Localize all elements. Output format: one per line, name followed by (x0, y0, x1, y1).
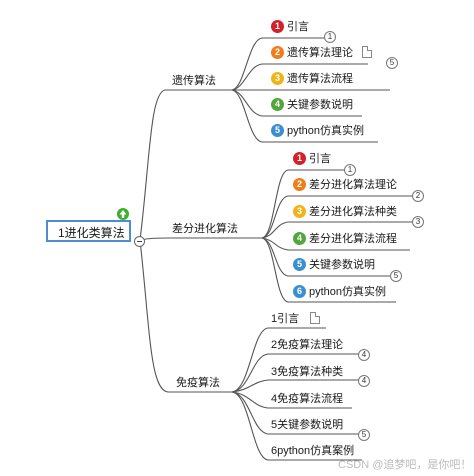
connector-root-de (139, 237, 262, 241)
root-node-label: 1进化类算法 (58, 226, 125, 240)
child-count-badge[interactable]: 2 (412, 190, 424, 202)
connector-i5 (231, 391, 362, 435)
node-genetic-intro[interactable]: 引言 (287, 21, 309, 33)
connector-g2 (231, 63, 368, 91)
up-arrow-icon (119, 210, 127, 218)
connector-g5 (231, 89, 378, 143)
node-genetic-params[interactable]: 关键参数说明 (287, 99, 353, 111)
child-count-badge[interactable]: 5 (386, 57, 398, 69)
connector-d4 (261, 237, 410, 251)
root-node[interactable] (46, 220, 131, 242)
node-de-flow[interactable]: 差分进化算法流程 (309, 233, 397, 245)
connector-g1 (231, 37, 330, 91)
note-icon[interactable] (362, 46, 372, 58)
priority-marker: 5 (293, 258, 306, 271)
branch-differential-evolution[interactable]: 差分进化算法 (172, 223, 238, 235)
node-genetic-theory[interactable]: 遗传算法理论 (287, 47, 353, 59)
node-de-intro[interactable]: 引言 (309, 153, 331, 165)
connector-root-immune (139, 239, 232, 393)
priority-marker: 5 (271, 124, 284, 137)
child-count-badge[interactable]: 4 (358, 349, 370, 361)
priority-marker: 6 (293, 285, 306, 298)
child-count-badge[interactable]: 4 (358, 375, 370, 387)
priority-marker: 1 (271, 20, 284, 33)
priority-marker: 2 (293, 178, 306, 191)
connector-i6 (231, 391, 362, 461)
connector-i1 (231, 327, 326, 393)
node-immune-types[interactable]: 3免疫算法种类 (271, 366, 344, 378)
node-immune-theory[interactable]: 2免疫算法理论 (271, 339, 344, 351)
node-immune-python[interactable]: 6python仿真案例 (271, 445, 355, 457)
priority-marker: 2 (271, 46, 284, 59)
node-immune-flow[interactable]: 4免疫算法流程 (271, 393, 344, 405)
node-genetic-python[interactable]: python仿真实例 (287, 125, 365, 137)
collapse-toggle-button[interactable] (134, 236, 145, 247)
child-count-badge[interactable]: 5 (358, 429, 370, 441)
connector-root-genetic (139, 89, 232, 241)
branch-immune-algorithm[interactable]: 免疫算法 (176, 377, 220, 389)
connector-d3 (261, 221, 420, 239)
priority-marker: 4 (271, 98, 284, 111)
child-count-badge[interactable]: 3 (412, 216, 424, 228)
connector-d2 (261, 195, 414, 239)
watermark: CSDN @追梦吧，是你吧！ (338, 459, 472, 471)
node-de-theory[interactable]: 差分进化算法理论 (309, 179, 397, 191)
connector-i4 (231, 391, 352, 409)
node-de-types[interactable]: 差分进化算法种类 (309, 206, 397, 218)
child-count-badge[interactable]: 1 (324, 31, 336, 43)
priority-marker: 3 (271, 72, 284, 85)
priority-marker: 3 (293, 205, 306, 218)
connector-i2 (231, 353, 362, 393)
note-icon[interactable] (310, 312, 320, 324)
branch-genetic-algorithm[interactable]: 遗传算法 (172, 75, 216, 87)
node-immune-params[interactable]: 5关键参数说明 (271, 419, 344, 431)
child-count-badge[interactable]: 5 (390, 270, 402, 282)
connector-d1 (261, 169, 350, 239)
connector-d6 (261, 237, 396, 303)
node-de-python[interactable]: python仿真实例 (309, 286, 387, 298)
node-de-params[interactable]: 关键参数说明 (309, 259, 375, 271)
node-immune-intro[interactable]: 1引言 (271, 313, 300, 325)
connector-i3 (231, 379, 362, 393)
priority-marker: 4 (293, 232, 306, 245)
priority-marker: 1 (293, 152, 306, 165)
child-count-badge[interactable]: 1 (344, 164, 356, 176)
node-genetic-flow[interactable]: 遗传算法流程 (287, 73, 353, 85)
